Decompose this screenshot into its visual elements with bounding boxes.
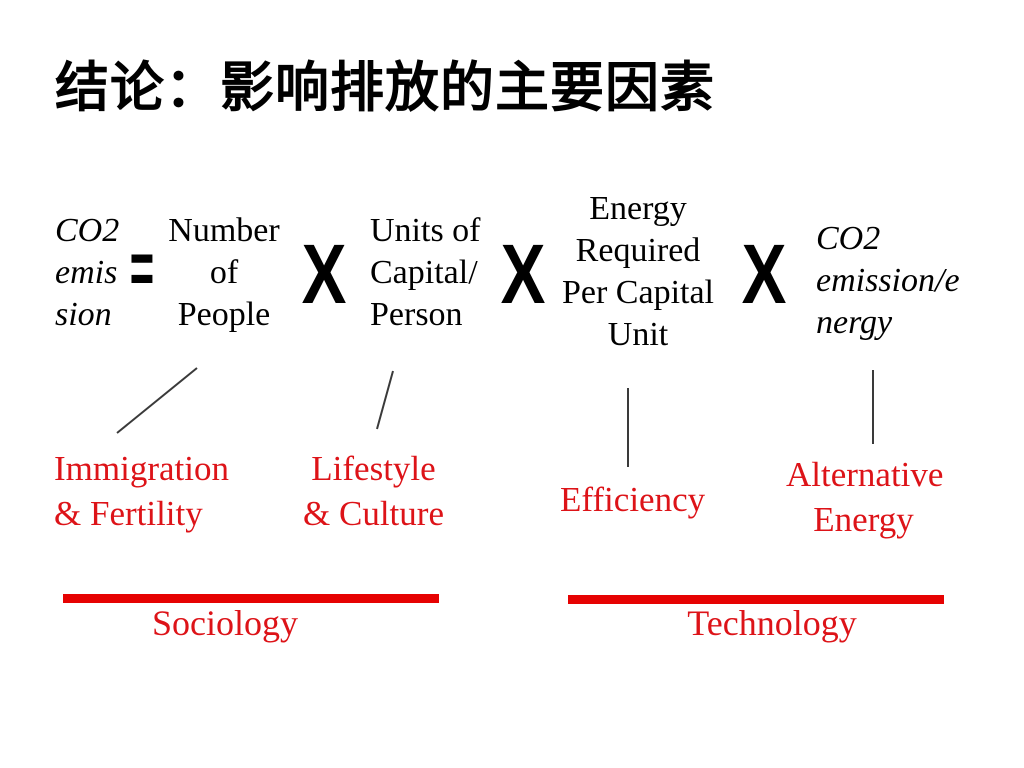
driver-alternative-energy: Alternative Energy (786, 455, 944, 539)
formula-factor-co2-per-energy: CO2 emission/e nergy (816, 220, 960, 341)
formula-factor-population: Number of People (168, 212, 280, 333)
multiply-sign-3: X (741, 227, 787, 321)
driver-immigration-fertility: Immigration & Fertility (54, 449, 229, 533)
driver-efficiency: Efficiency (560, 480, 706, 519)
category-label-technology: Technology (687, 603, 857, 643)
formula-factor-energy-per-capital: Energy Required Per Capital Unit (561, 190, 715, 353)
sociology-underline-bar (63, 594, 439, 603)
technology-underline-bar (568, 595, 944, 604)
equals-sign: = (129, 226, 155, 311)
driver-lifestyle-culture: Lifestyle & Culture (303, 449, 444, 533)
formula-term-co2-emission: CO2 emis sion (55, 212, 120, 333)
formula-factor-capital-per-person: Units of Capital/ Person (370, 212, 481, 333)
multiply-sign-1: X (301, 227, 347, 321)
connector-line-immigration (116, 367, 198, 434)
category-label-sociology: Sociology (151, 603, 298, 643)
connector-line-lifestyle (376, 370, 394, 430)
slide-title: 结论：影响排放的主要因素 (55, 56, 715, 119)
multiply-sign-2: X (500, 227, 546, 321)
